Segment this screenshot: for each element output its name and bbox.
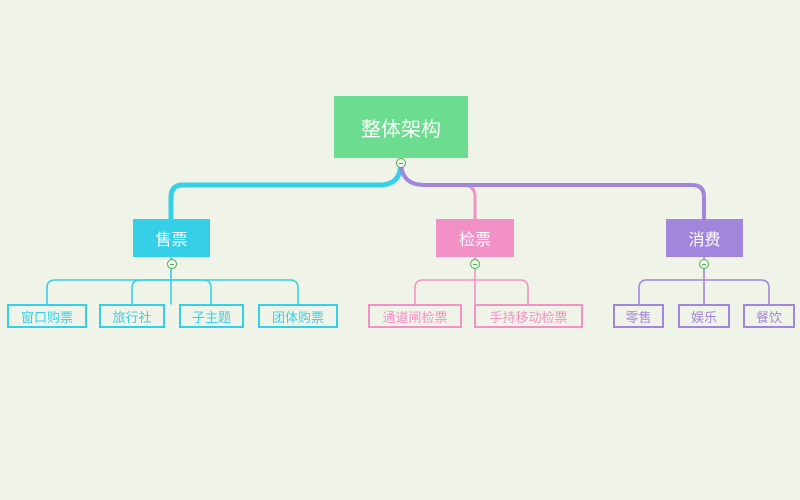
leaf-node[interactable]: 团体购票	[258, 304, 338, 328]
leaf-connector	[131, 279, 172, 305]
collapse-toggle-root[interactable]	[396, 158, 406, 168]
leaf-node[interactable]: 餐饮	[743, 304, 795, 328]
leaf-connector	[170, 279, 212, 305]
leaf-connector	[46, 279, 172, 305]
branch-connector	[399, 160, 477, 221]
leaf-connector	[414, 279, 476, 305]
leaf-node[interactable]: 子主题	[179, 304, 244, 328]
root-node[interactable]: 整体架构	[334, 96, 468, 158]
collapse-toggle-consumption[interactable]	[699, 259, 709, 269]
branch-connector	[399, 160, 706, 221]
leaf-node[interactable]: 窗口购票	[7, 304, 87, 328]
leaf-node[interactable]: 旅行社	[99, 304, 165, 328]
category-node-ticketing[interactable]: 售票	[133, 219, 210, 257]
leaf-node[interactable]: 娱乐	[678, 304, 730, 328]
category-node-consumption[interactable]: 消费	[666, 219, 743, 257]
leaf-connector	[170, 279, 299, 305]
leaf-node[interactable]: 手持移动检票	[474, 304, 583, 328]
leaf-connector	[474, 279, 529, 305]
leaf-node[interactable]: 零售	[613, 304, 664, 328]
category-node-ticket-check[interactable]: 检票	[436, 219, 514, 257]
collapse-toggle-ticketing[interactable]	[167, 259, 177, 269]
leaf-connector	[703, 279, 770, 305]
leaf-node[interactable]: 通道闸检票	[368, 304, 462, 328]
collapse-toggle-ticket-check[interactable]	[470, 259, 480, 269]
branch-connector	[168, 159, 404, 222]
leaf-connector	[638, 279, 705, 305]
